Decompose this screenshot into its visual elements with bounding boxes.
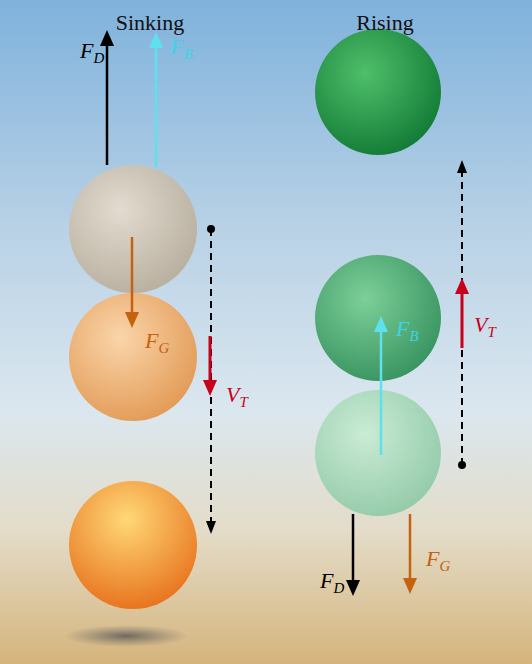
velocity-label: VT [474,314,496,340]
sphere [69,293,197,421]
force-label: FG [426,548,450,574]
trajectory-line [206,225,216,534]
trajectory-line [457,160,467,469]
shadow [64,625,188,647]
sphere [69,481,197,609]
buoyancy-arrow [374,316,388,455]
force-label: FD [320,570,344,596]
buoyancy-arrow [149,32,163,167]
velocity-arrow [203,336,217,396]
velocity-label: VT [226,384,248,410]
force-label: FB [170,36,193,62]
gravity-arrow [125,237,139,328]
force-label: FB [396,318,419,344]
gravity-arrow [403,514,417,594]
sphere [315,29,441,155]
column-heading: Rising [356,12,413,34]
force-label: FD [80,40,104,66]
force-label: FG [145,330,169,356]
sphere [315,255,441,381]
sphere [315,390,441,516]
drag-arrow [346,514,360,596]
column-heading: Sinking [116,12,184,34]
velocity-arrow [455,278,469,348]
